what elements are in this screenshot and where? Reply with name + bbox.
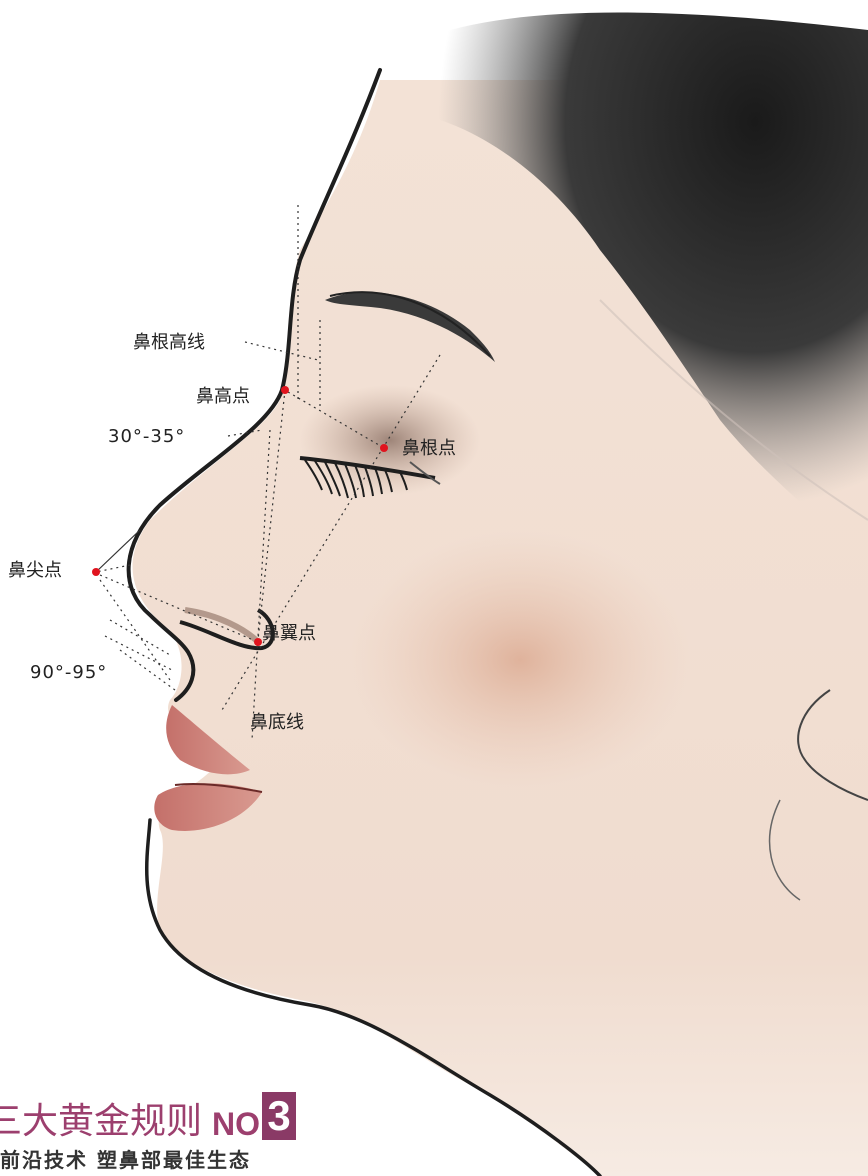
marker-nose-wing-point [254, 638, 262, 646]
marker-nose-tip-point [92, 568, 100, 576]
label-nose-tip-point: 鼻尖点 [8, 562, 62, 580]
label-nose-wing-point: 鼻翼点 [262, 625, 316, 643]
marker-nose-high-point [281, 386, 289, 394]
headline-no: NO [212, 1106, 260, 1142]
label-angle-top: 30°-35° [108, 428, 185, 446]
label-angle-bottom: 90°-95° [30, 664, 107, 682]
cheek-blush [350, 530, 690, 790]
label-nose-root-point: 鼻根点 [402, 440, 456, 458]
headline-number-badge: 3 [262, 1092, 296, 1140]
headline-text: 三大黄金规则 [0, 1101, 202, 1142]
headline: 三大黄金规则 NO3 [0, 1092, 296, 1140]
label-nose-base-line: 鼻底线 [250, 714, 304, 732]
marker-nose-root-point [380, 444, 388, 452]
subtitle: 前沿技术 塑鼻部最佳生态 [0, 1144, 251, 1173]
label-nose-height-line: 鼻根高线 [133, 334, 205, 352]
label-nose-high-point: 鼻高点 [196, 388, 250, 406]
